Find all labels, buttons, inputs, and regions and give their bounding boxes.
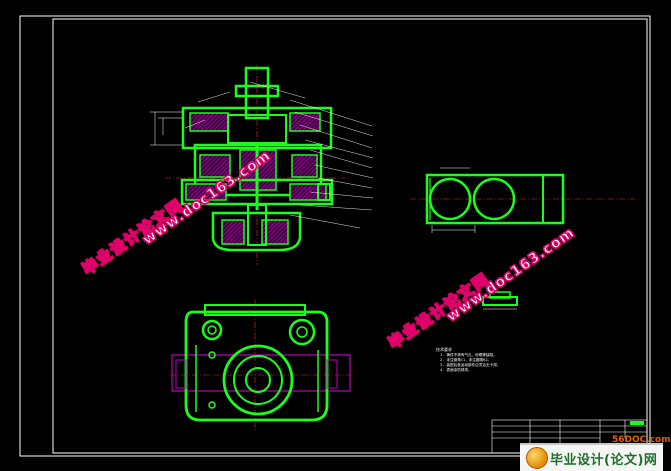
tech-note-line: 1. 铸件不得有气孔、砂眼等缺陷。 — [440, 353, 497, 357]
drawing-inner-border — [52, 18, 648, 454]
title-block — [491, 419, 648, 454]
side-view — [410, 167, 635, 233]
tech-note-line: 3. 装配后各运动部件应灵活无卡滞。 — [440, 363, 501, 367]
plan-view — [170, 300, 351, 430]
brand-logo-icon — [526, 447, 548, 469]
tech-note-line: 4. 表面涂防锈漆。 — [440, 368, 472, 372]
footer-brand-site: 56DOC.com — [612, 435, 671, 445]
footer-brand-text: 毕业设计(论文)网 — [550, 453, 658, 468]
tech-note-line: 2. 未注倒角C1，未注圆角R2。 — [440, 358, 492, 362]
footer-brand-banner: 毕业设计(论文)网 56DOC.com — [520, 435, 671, 471]
drawing-outer-border — [19, 15, 651, 457]
tech-notes-title: 技术要求 — [436, 347, 452, 352]
small-detail-part — [482, 291, 518, 310]
front-section-view — [150, 65, 374, 265]
